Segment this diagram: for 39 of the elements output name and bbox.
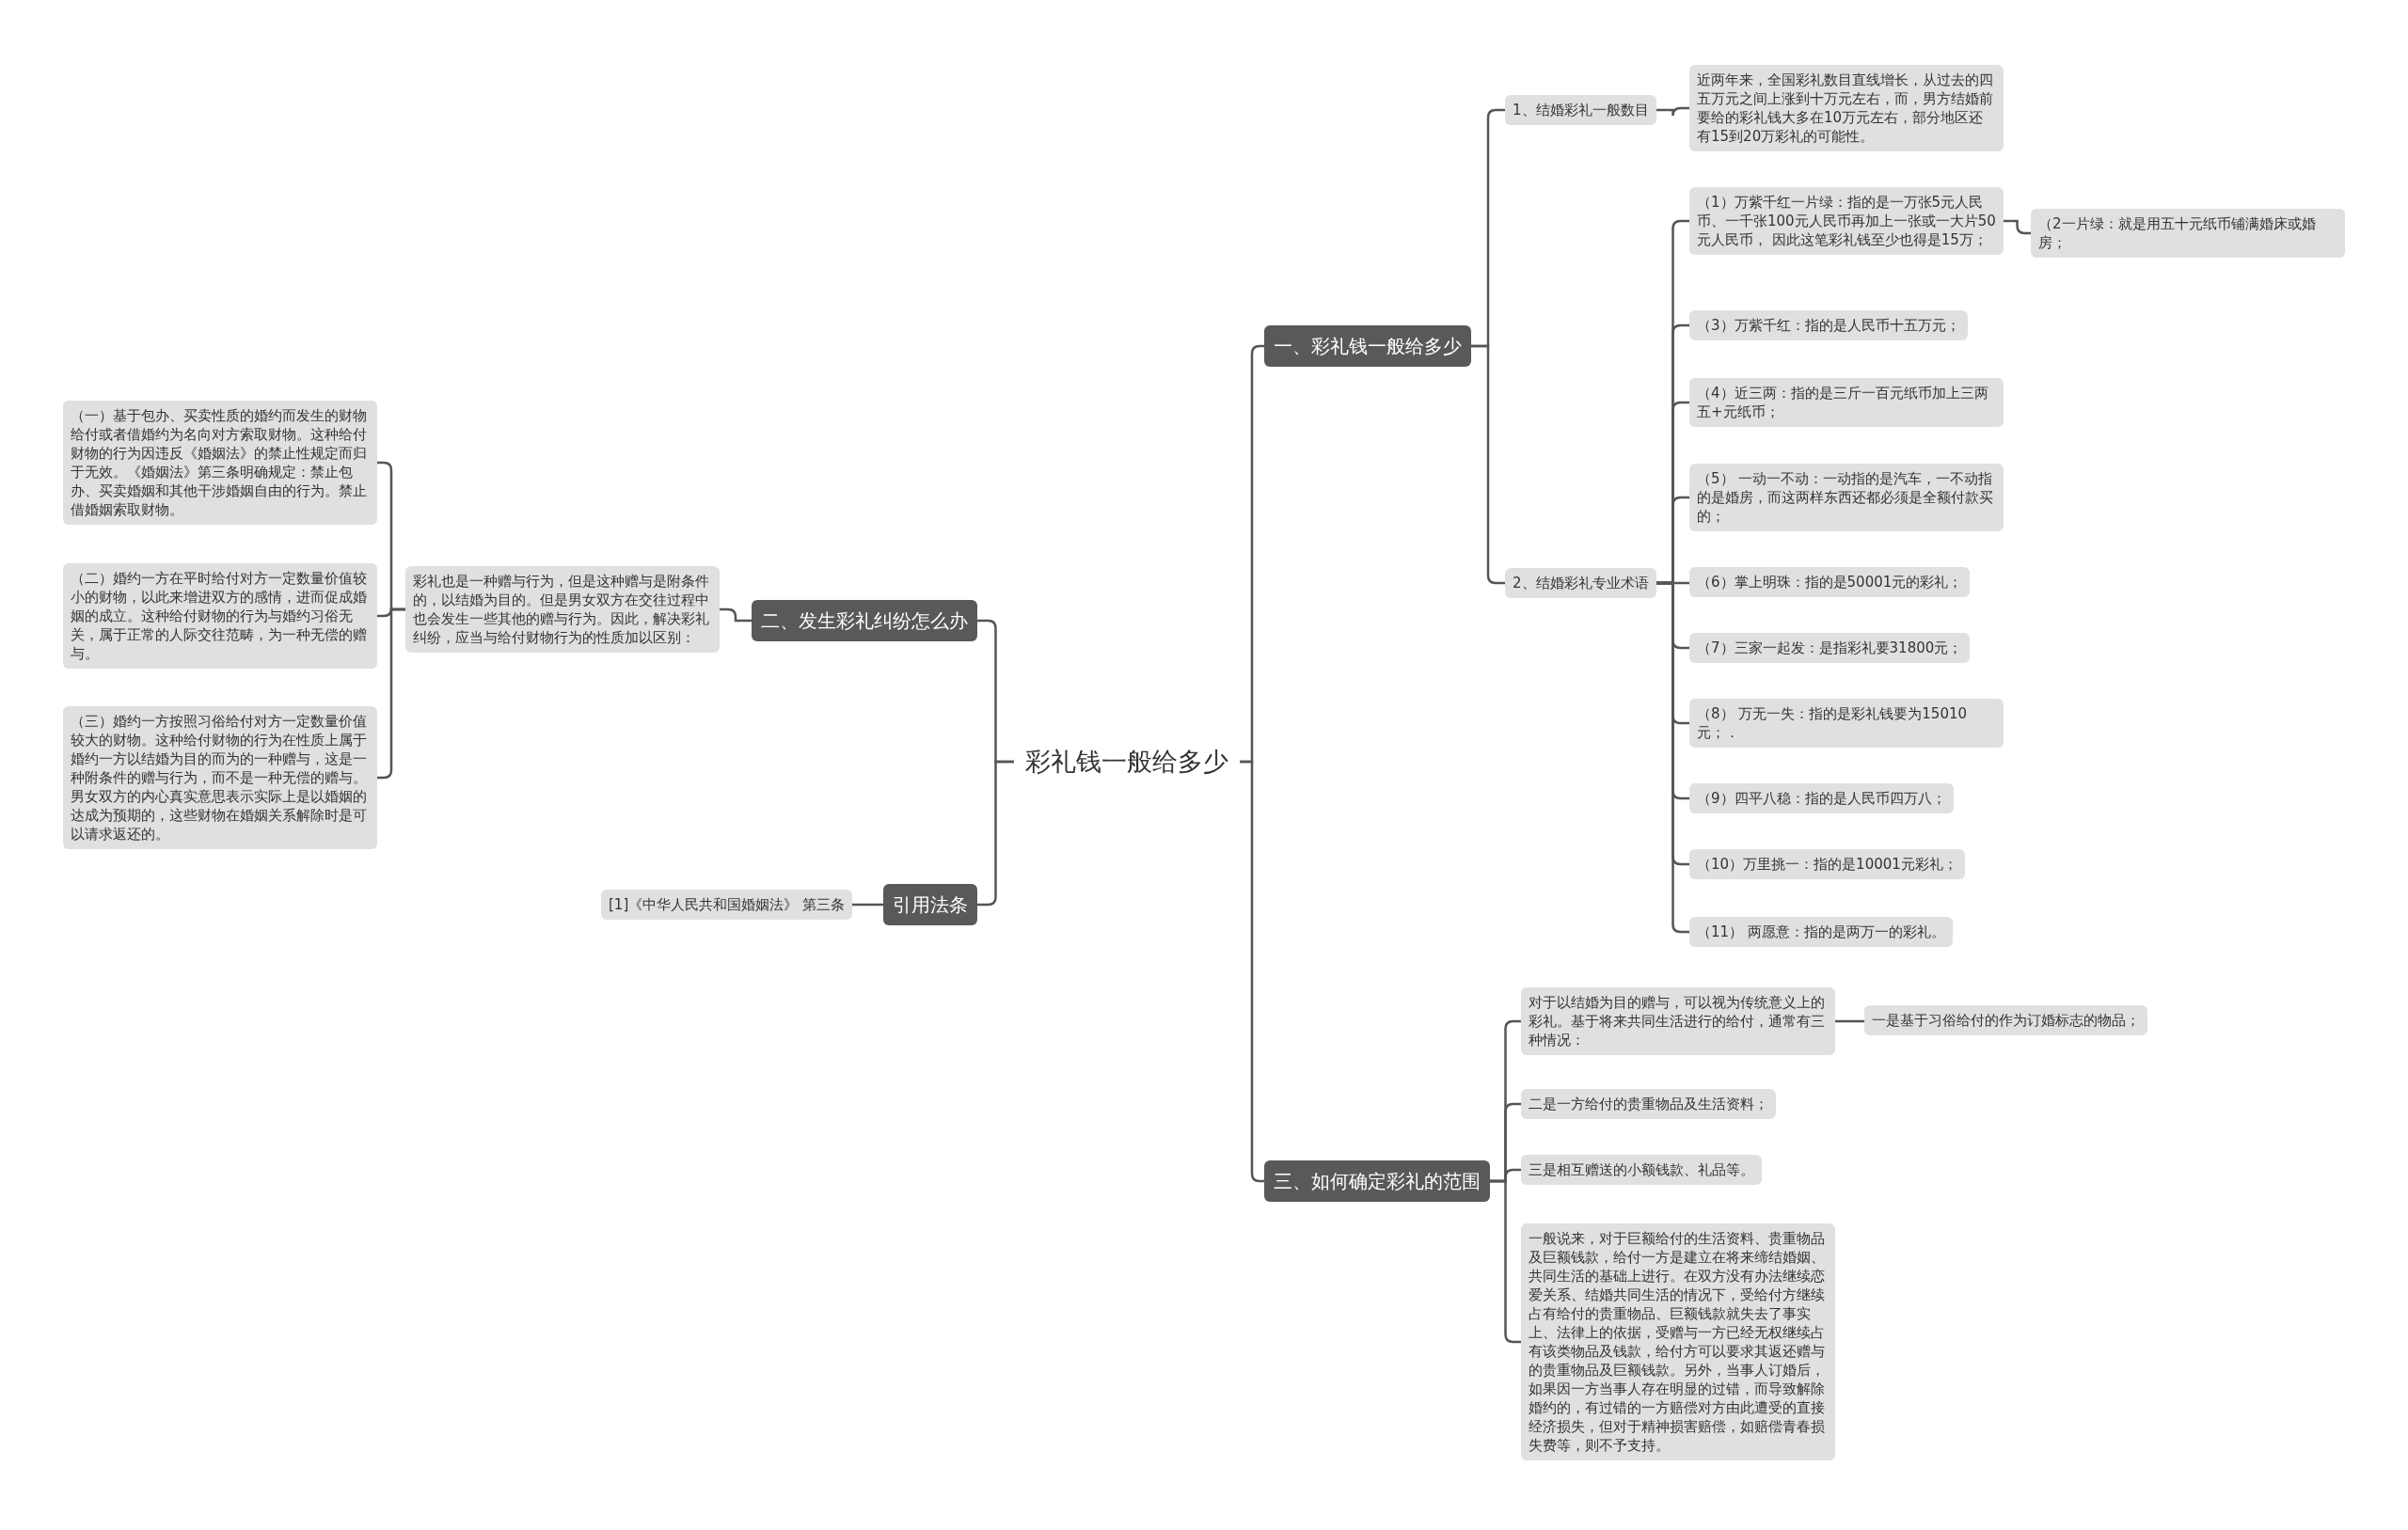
branch-topic: 三、如何确定彩礼的范围 <box>1264 1160 1490 1202</box>
subtopic-box: 对于以结婚为目的赠与，可以视为传统意义上的彩礼。基于将来共同生活进行的给付，通常有三种情况： <box>1521 987 1835 1055</box>
subtopic-box: 近两年来，全国彩礼数目直线增长，从过去的四五万元之间上涨到十万元左右，而，男方结婚前要给的彩礼钱大多在10万元左右，部分地区还有15到20万彩礼的可能性。 <box>1689 65 2004 151</box>
central-topic: 彩礼钱一般给多少 <box>1014 745 1240 779</box>
subtopic-box: （10）万里挑一：指的是10001元彩礼； <box>1689 849 1965 879</box>
subtopic-box: 1、结婚彩礼一般数目 <box>1505 95 1656 125</box>
connector-line <box>977 760 1014 907</box>
subtopic-box: （3）万紫千红：指的是人民币十五万元； <box>1689 310 1968 340</box>
subtopic-box: 彩礼也是一种赠与行为，但是这种赠与是附条件的，以结婚为目的。但是男女双方在交往过程中也会发生一些其他的赠与行为。因此，解决彩礼纠纷，应当与给付财物行为的性质加以区别： <box>405 566 720 653</box>
branch-topic: 一、彩礼钱一般给多少 <box>1264 325 1471 367</box>
branch-topic: 引用法条 <box>883 884 977 925</box>
subtopic-box: （6）掌上明珠：指的是50001元的彩礼； <box>1689 567 1971 597</box>
subtopic-box: （二）婚约一方在平时给付对方一定数量价值较小的财物，以此来增进双方的感情，进而促成婚姻的成立。这种给付财物的行为与婚约习俗无关，属于正常的人际交往范畴，为一种无偿的赠与。 <box>63 563 377 669</box>
subtopic-box: （7）三家一起发：是指彩礼要31800元； <box>1689 633 1971 663</box>
subtopic-box: 三是相互赠送的小额钱款、礼品等。 <box>1521 1155 1762 1185</box>
subtopic-box: 一般说来，对于巨额给付的生活资料、贵重物品及巨额钱款，给付一方是建立在将来缔结婚姻、共同生活的基础上进行。在双方没有办法继续恋爱关系、结婚共同生活的情况下，受给付方继续占有给付的贵重物品、巨额钱款就失去了事实上、法律上的依据，受赠与一方已经无权继续占有该类物品及钱款，给付方可以要求其返还赠与的贵重物品及巨额钱款。另外，当事人订婚后，如果因一方当事人存在明显的过错，而导致解除婚约的，有过错的一方赔偿对方由此遭受的直接经济损失，但对于精神损害赔偿，如赔偿青春损失费等，则不予支持。 <box>1521 1223 1835 1460</box>
connector-line <box>1656 581 1689 934</box>
subtopic-box: 一是基于习俗给付的作为订婚标志的物品； <box>1864 1005 2147 1035</box>
subtopic-box: （11） 两愿意：指的是两万一的彩礼。 <box>1689 917 1953 947</box>
subtopic-box: （4）近三两：指的是三斤一百元纸币加上三两五+元纸币； <box>1689 378 2004 427</box>
connector-line <box>852 903 883 907</box>
subtopic-box: （9）四平八稳：指的是人民币四万八； <box>1689 783 1954 813</box>
subtopic-box: （2一片绿：就是用五十元纸币铺满婚床或婚房； <box>2031 209 2345 258</box>
connector-line <box>1835 1019 1864 1023</box>
connector-line <box>1471 344 1505 585</box>
branch-topic: 二、发生彩礼纠纷怎么办 <box>752 600 977 641</box>
subtopic-box: （一）基于包办、买卖性质的婚约而发生的财物给付或者借婚约为名向对方索取财物。这种给付财物的行为因违反《婚姻法》的禁止性规定而归于无效。《婚姻法》第三条明确规定：禁止包办、买卖婚姻和其他干涉婚姻自由的行为。禁止借婚姻索取财物。 <box>63 401 377 525</box>
subtopic-box: （三）婚约一方按照习俗给付对方一定数量价值较大的财物。这种给付财物的行为在性质上属于婚约一方以结婚为目的而为的一种赠与，这是一种附条件的赠与行为，而不是一种无偿的赠与。男女双方的内心真实意思表示实际上是以婚姻的达成为预期的，这些财物在婚姻关系解除时是可以请求返还的。 <box>63 706 377 849</box>
subtopic-box: 2、结婚彩礼专业术语 <box>1505 568 1656 598</box>
subtopic-box: （1）万紫千红一片绿：指的是一万张5元人民币、一千张100元人民币再加上一张或一大片50元人民币， 因此这笔彩礼钱至少也得是15万； <box>1689 187 2004 255</box>
connector-line <box>1490 1179 1521 1344</box>
connector-line <box>720 607 752 623</box>
connector-line <box>1656 106 1689 118</box>
connector-line <box>2004 219 2031 235</box>
subtopic-box: （5） 一动一不动：一动指的是汽车，一不动指的是婚房，而这两样东西还都必须是全额付款买的； <box>1689 464 2004 531</box>
subtopic-box: [1]《中华人民共和国婚姻法》 第三条 <box>601 890 852 920</box>
subtopic-box: （8） 万无一失：指的是彩礼钱要为15010元；． <box>1689 699 2004 748</box>
subtopic-box: 二是一方给付的贵重物品及生活资料； <box>1521 1089 1776 1119</box>
connector-line <box>1240 760 1264 1183</box>
